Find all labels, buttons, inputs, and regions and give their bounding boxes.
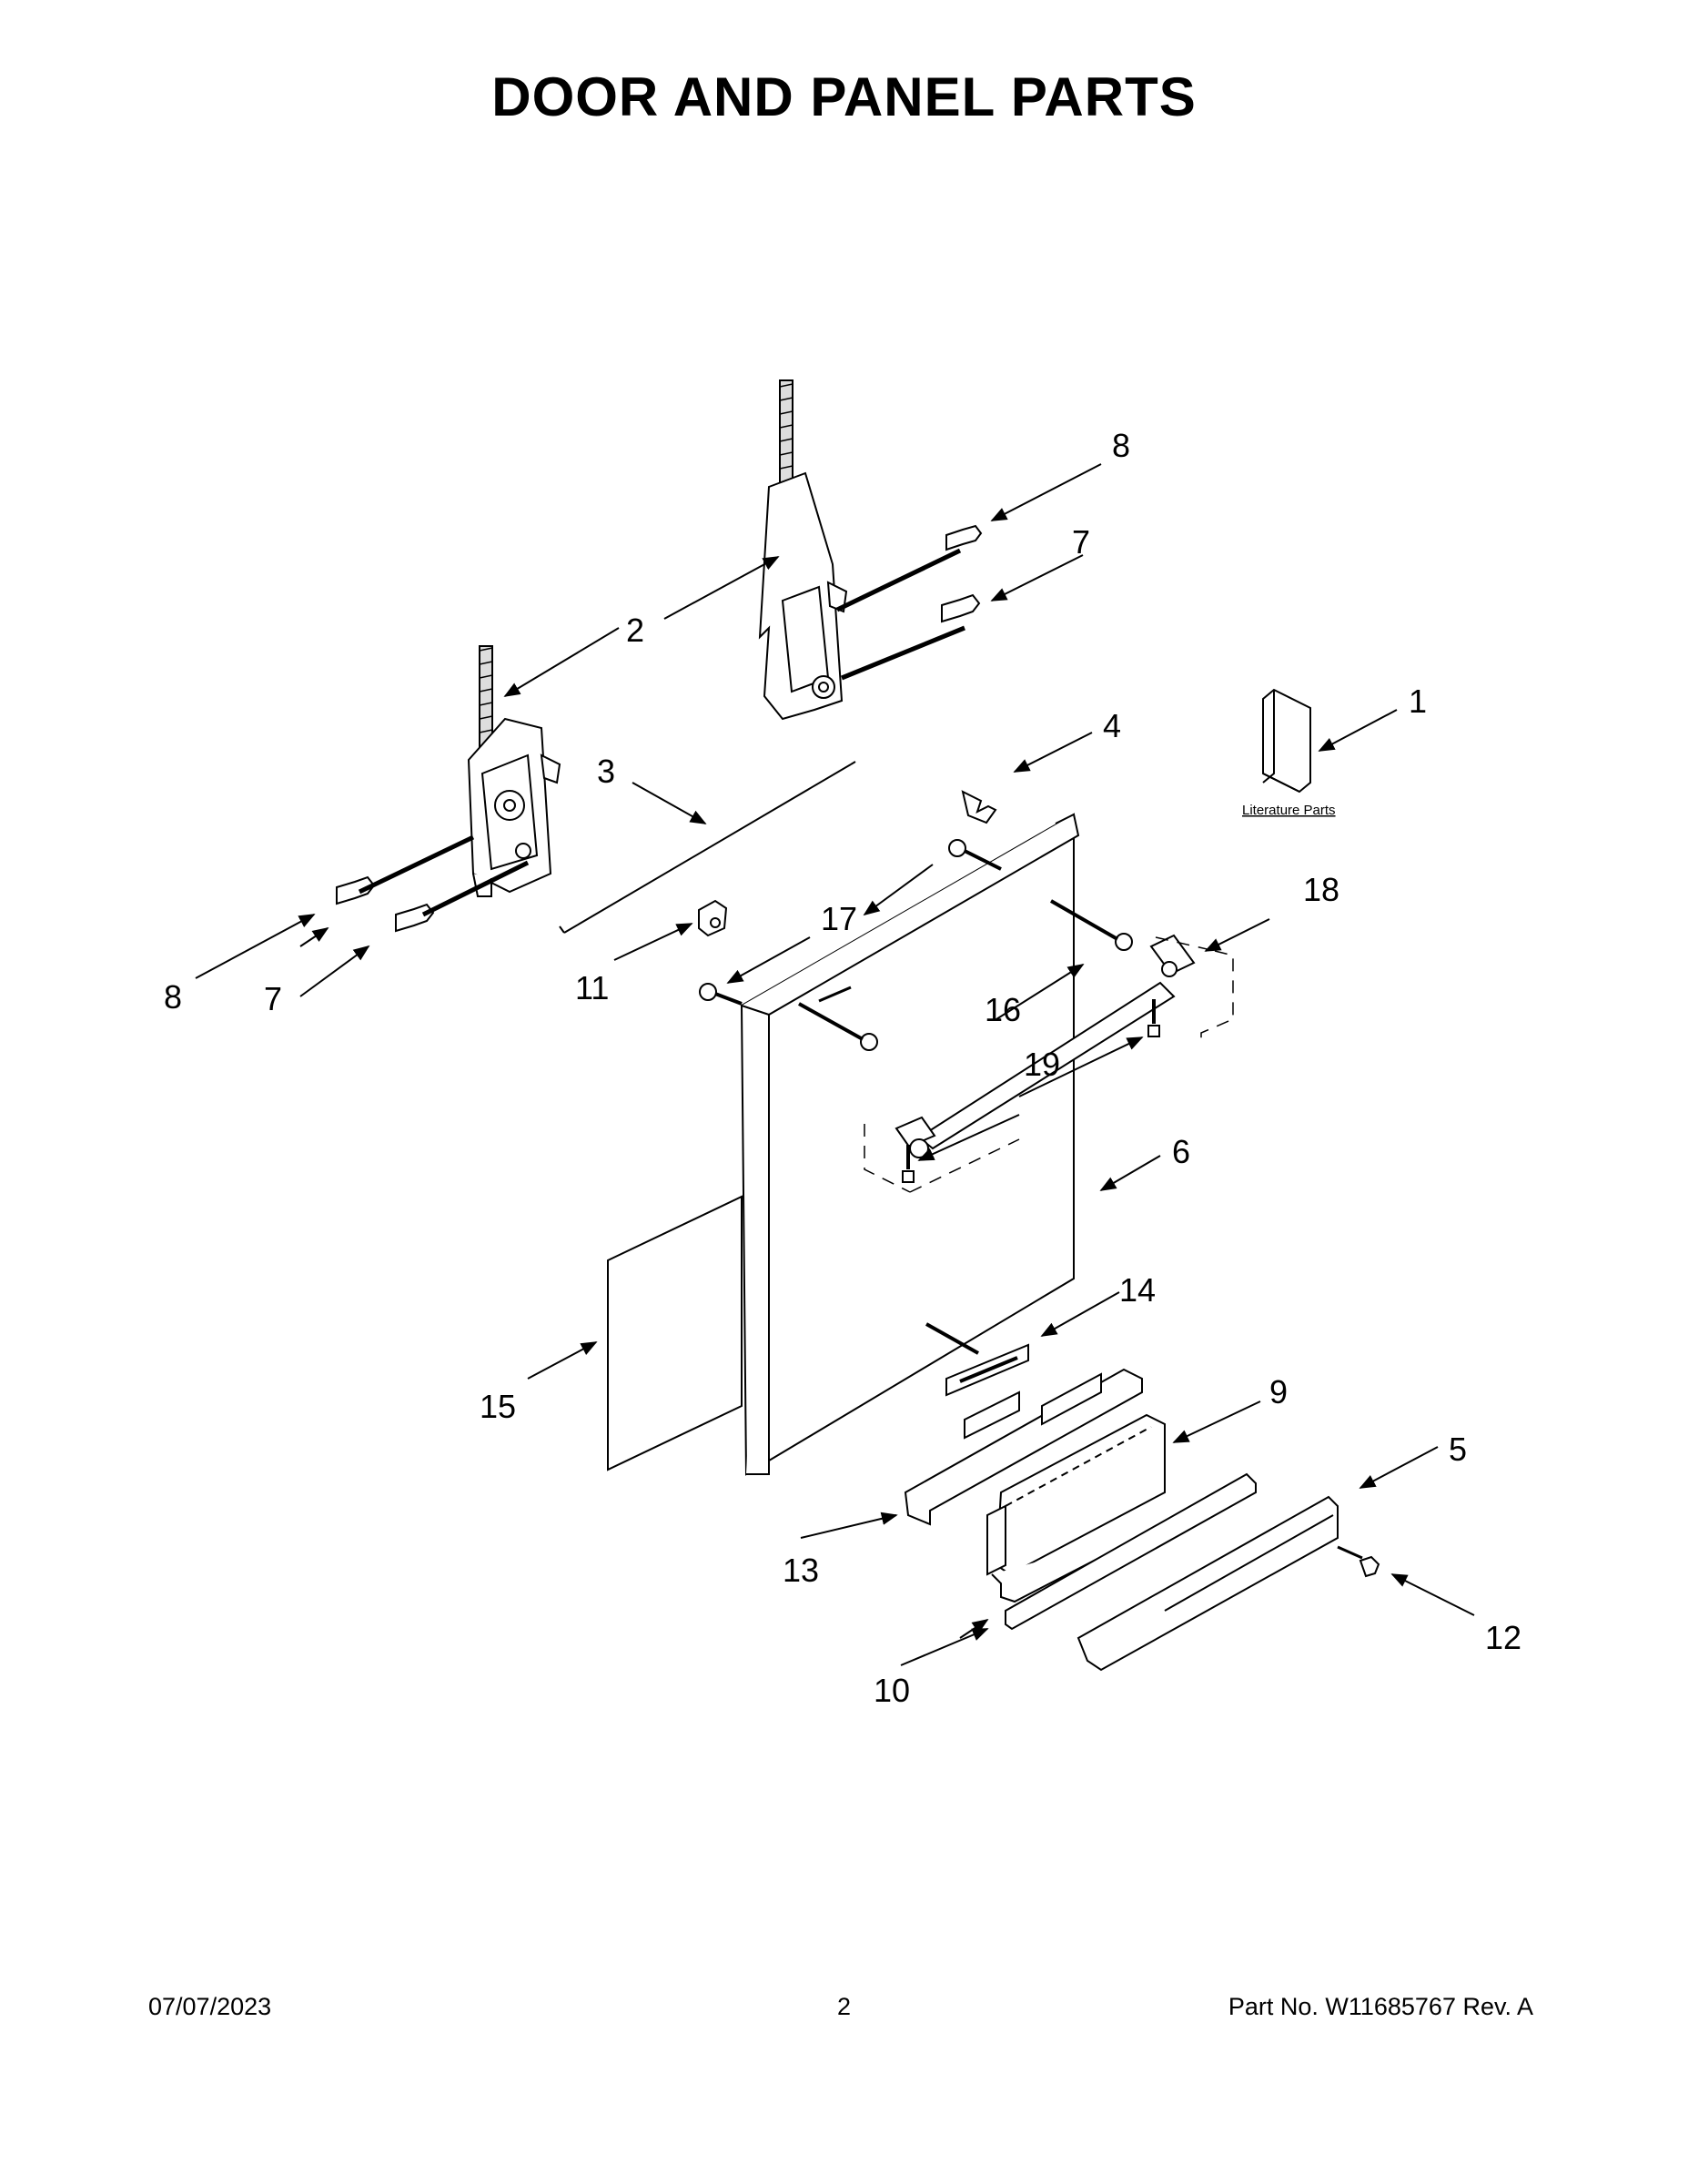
bolt-part	[336, 524, 983, 933]
hinge-leader-lines	[358, 548, 965, 917]
callout-11: 11	[575, 969, 609, 1006]
callout-9: 9	[1269, 1373, 1288, 1410]
latch-clip-part	[698, 899, 728, 937]
callout-arrows	[195, 463, 1475, 1666]
callout-19: 19	[1024, 1046, 1060, 1083]
page-title: DOOR AND PANEL PARTS	[491, 66, 1197, 127]
callout-6: 6	[1172, 1133, 1190, 1170]
badge-part	[945, 1343, 1029, 1397]
callout-13: 13	[783, 1552, 819, 1589]
callout-16: 16	[985, 991, 1021, 1028]
callout-7-left: 7	[264, 980, 282, 1017]
callout-2: 2	[626, 612, 644, 649]
toe-panel-part	[904, 1368, 1166, 1603]
callout-3: 3	[597, 753, 615, 790]
callout-12: 12	[1485, 1619, 1521, 1656]
right-hinge-part	[758, 379, 848, 721]
callout-4: 4	[1103, 707, 1121, 744]
literature-parts-label: Literature Parts	[1242, 803, 1336, 818]
callout-15: 15	[480, 1388, 516, 1425]
screw-12-leader	[1337, 1545, 1363, 1560]
callout-17: 17	[821, 900, 857, 937]
callout-7-top: 7	[1072, 523, 1090, 561]
callout-8-top: 8	[1112, 427, 1130, 464]
clip-part	[961, 790, 997, 824]
door-screw-part	[699, 839, 1160, 1183]
callout-5: 5	[1449, 1431, 1467, 1468]
left-hinge-part	[467, 645, 561, 897]
callout-numbers: 1 2 3 4 5 6 7 8 9 10 11 12 13 14 15 16 1…	[164, 427, 1521, 1709]
footer-page-number: 2	[836, 1993, 852, 2020]
callout-8-left: 8	[164, 978, 182, 1016]
door-screw-leader-lines	[714, 849, 1156, 1355]
callout-18: 18	[1303, 871, 1339, 908]
callout-14: 14	[1119, 1271, 1156, 1309]
strip-part	[1005, 1472, 1339, 1672]
panel-sheet-part	[607, 1195, 743, 1471]
callout-10: 10	[874, 1672, 910, 1709]
footer-part-number: Part No. W11685767 Rev. A	[1228, 1993, 1533, 2020]
callout-1: 1	[1409, 682, 1427, 720]
rod-part	[559, 761, 856, 934]
footer-date: 07/07/2023	[148, 1993, 272, 2020]
literature-parts-booklet	[1262, 688, 1311, 794]
screw-12-part	[1359, 1555, 1380, 1578]
